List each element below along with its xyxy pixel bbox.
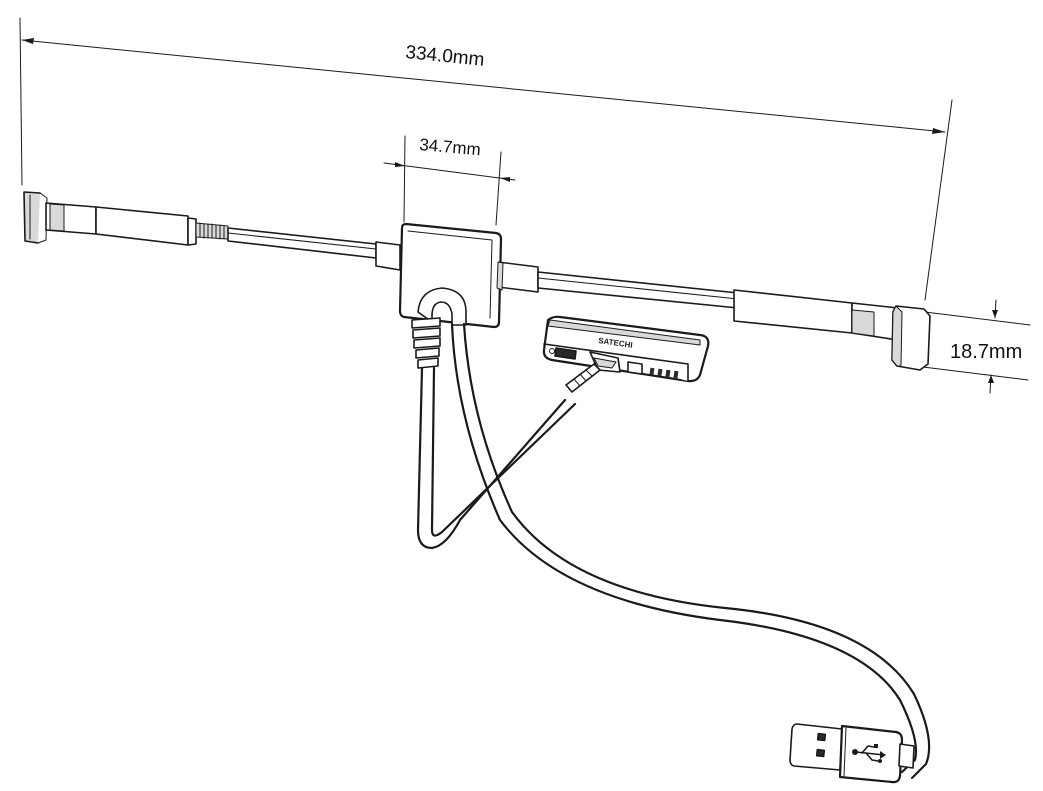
left-end-cap <box>23 191 48 244</box>
hub-cable-boot <box>417 287 467 326</box>
overall-length-label: 334.0mm <box>405 42 486 71</box>
cables <box>416 322 931 780</box>
dimension-line-hub <box>383 162 516 181</box>
right-collar <box>497 261 539 293</box>
hub-width-label: 34.7mm <box>419 135 482 159</box>
arrowhead-right <box>932 128 945 134</box>
extension-line-hub-left <box>403 135 406 223</box>
wireless-dongle: SATECHI <box>542 315 710 393</box>
dimension-hub-width: 34.7mm <box>383 135 516 226</box>
dimension-end-cap-height: 18.7mm <box>914 299 1031 394</box>
usb-cable-neck <box>898 743 915 769</box>
arrowhead-cap-top <box>992 310 998 318</box>
right-inner-rod <box>537 271 739 309</box>
left-inner-rod <box>227 227 377 259</box>
arrowhead-hub-left <box>395 162 405 167</box>
usb-a-plug <box>789 723 915 784</box>
center-hub <box>398 222 504 329</box>
end-cap-height-label: 18.7mm <box>950 341 1022 363</box>
dongle-port <box>554 347 577 360</box>
arrowhead-left <box>22 38 34 44</box>
left-collar <box>375 241 401 271</box>
extension-line-cap-bottom <box>914 365 1029 381</box>
arrowhead-hub-right <box>500 177 510 182</box>
extension-line-cap-top <box>924 311 1031 326</box>
usb-metal-shell <box>789 723 843 771</box>
strain-relief <box>411 317 441 369</box>
arrowhead-cap-bottom <box>988 375 994 383</box>
extension-line-hub-right <box>495 151 502 226</box>
threaded-section <box>195 222 229 240</box>
telescopic-rod <box>23 191 931 371</box>
right-outer-tube <box>733 289 899 341</box>
extension-line-left <box>19 17 23 186</box>
right-end-cap <box>891 305 931 371</box>
usb-trident-icon <box>852 744 886 763</box>
left-outer-tube <box>45 202 197 246</box>
extension-line-right <box>924 99 953 301</box>
dimension-line-overall <box>21 39 946 133</box>
